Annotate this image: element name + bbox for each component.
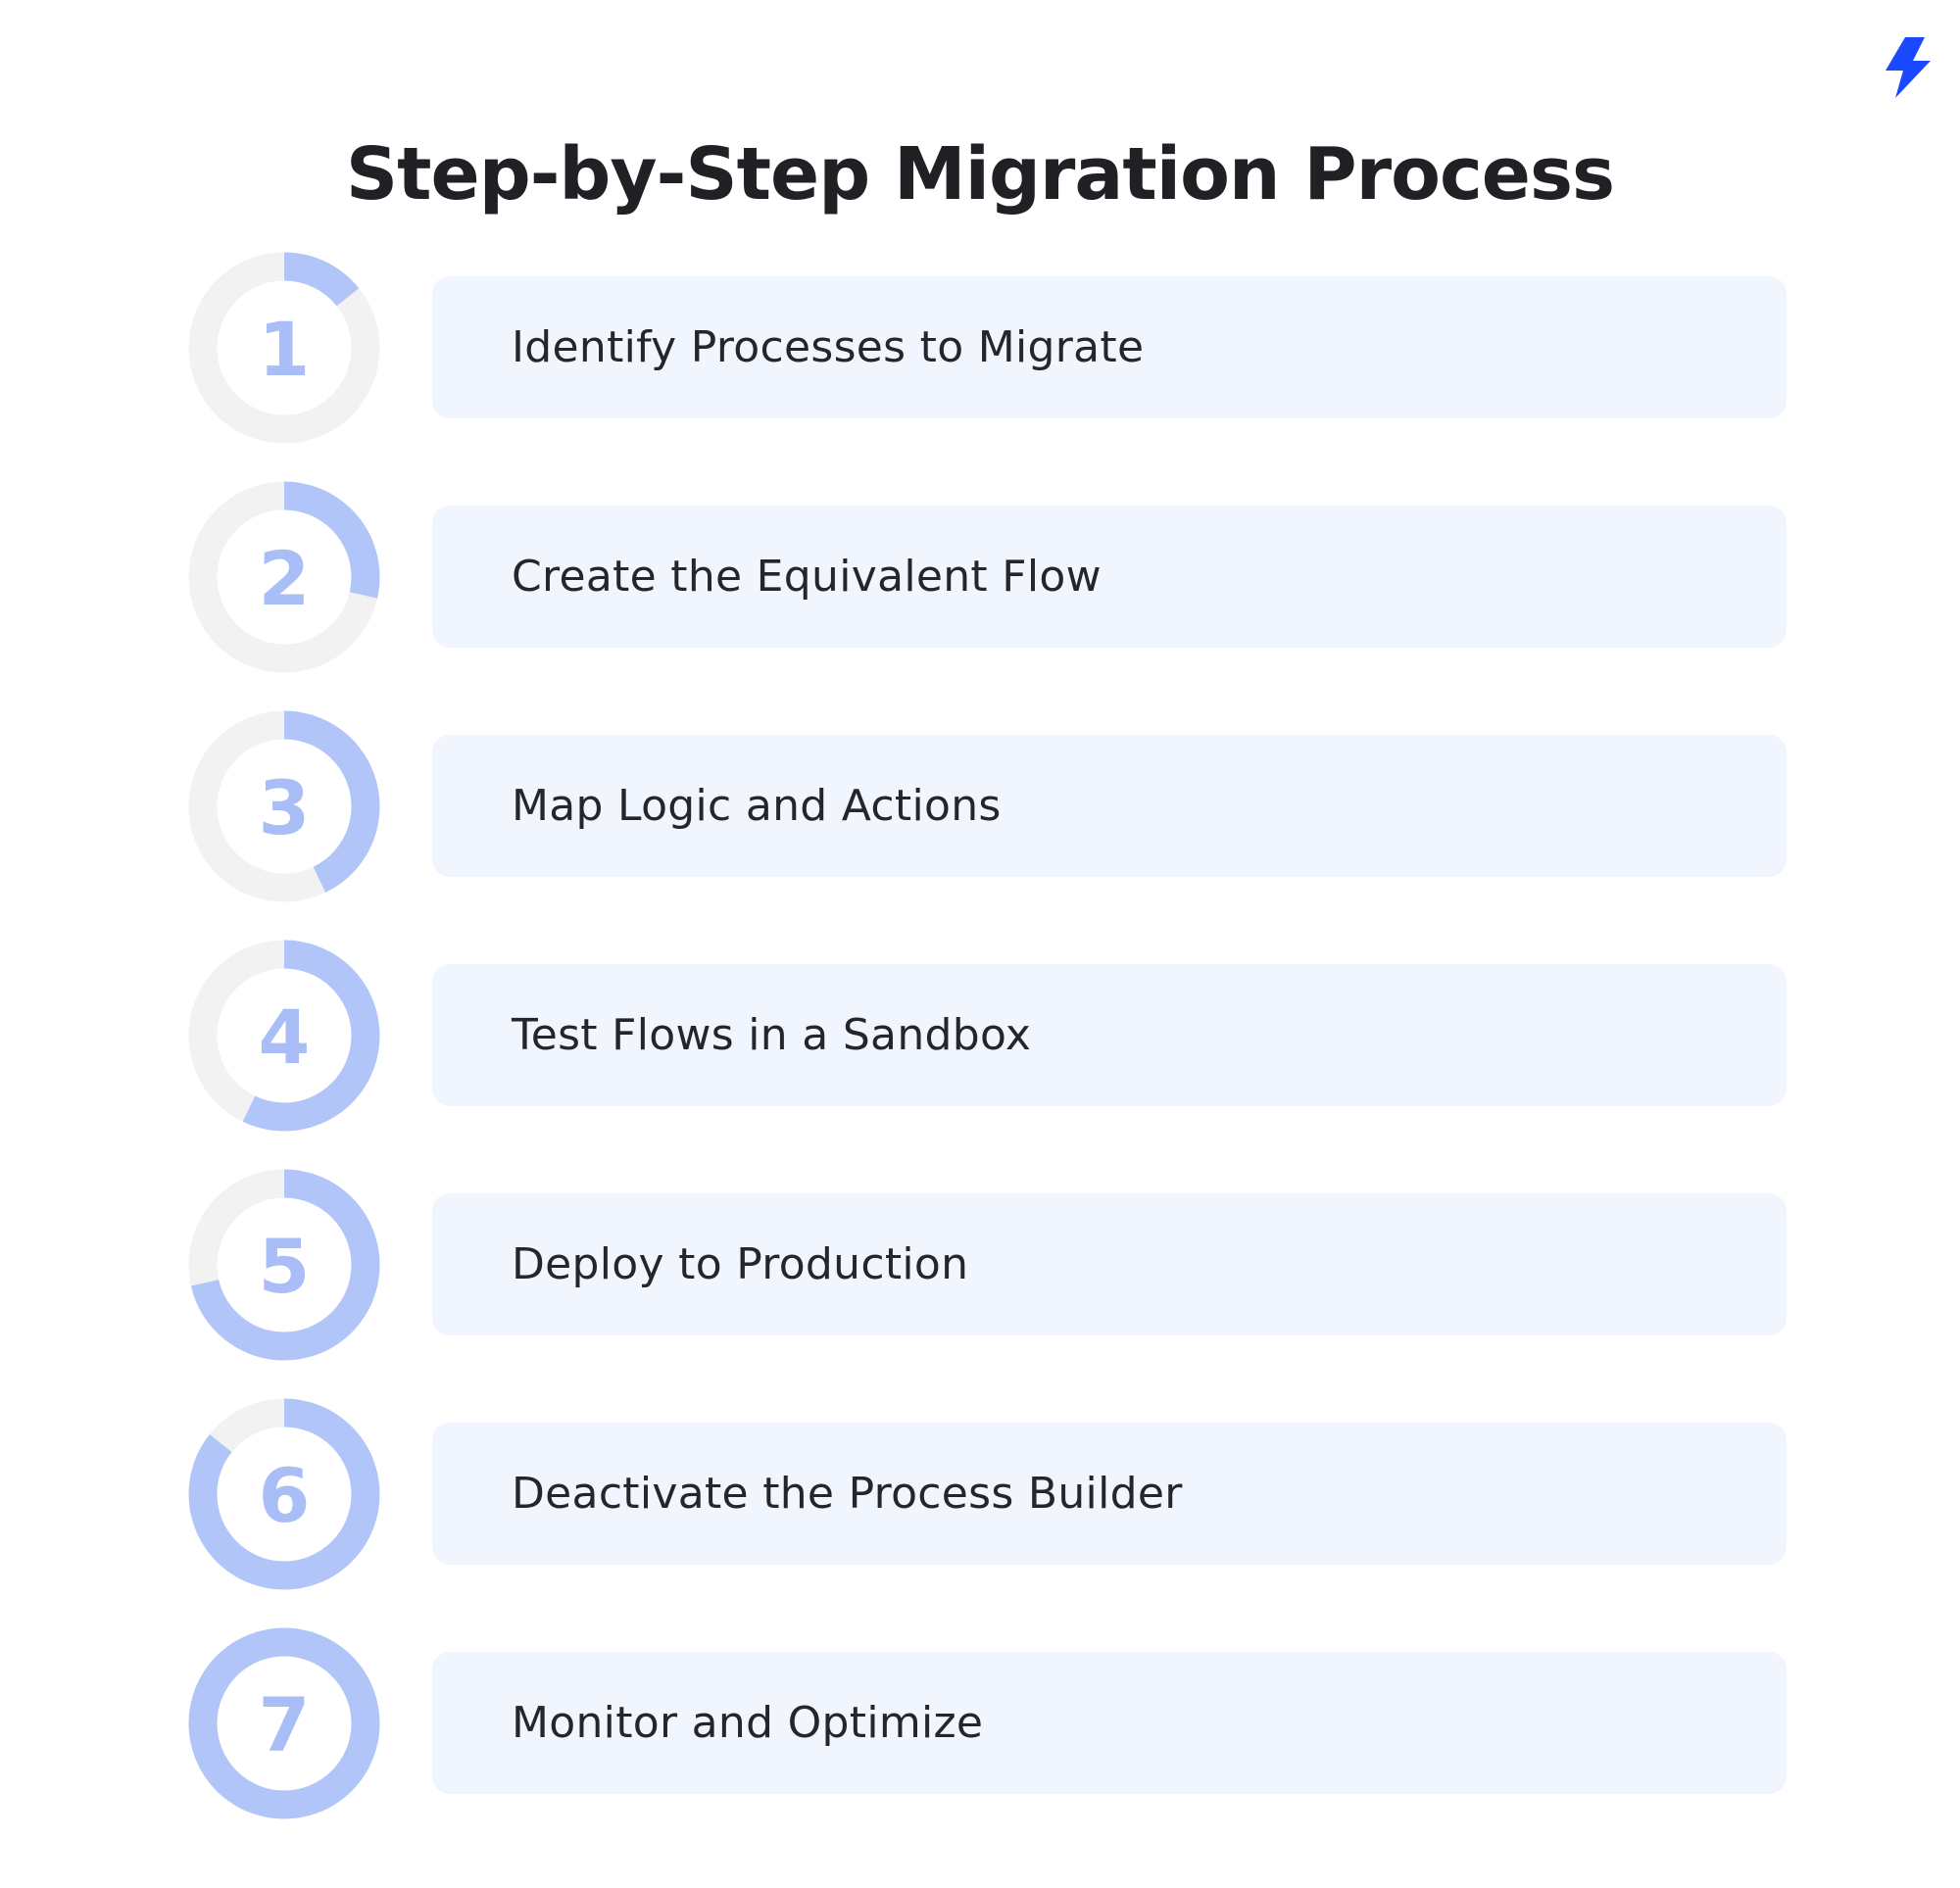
step-row: 1 Identify Processes to Migrate (0, 252, 1960, 444)
step-label: Deploy to Production (512, 1239, 969, 1289)
step-progress-ring: 4 (188, 940, 380, 1132)
step-number: 2 (259, 535, 311, 622)
step-label: Map Logic and Actions (512, 781, 1002, 831)
step-row: 7 Monitor and Optimize (0, 1627, 1960, 1819)
step-row: 4 Test Flows in a Sandbox (0, 940, 1960, 1132)
step-number: 1 (259, 306, 311, 393)
ring-progress-arc (188, 481, 380, 673)
step-progress-ring: 2 (188, 481, 380, 673)
step-progress-ring: 5 (188, 1169, 380, 1361)
step-label: Test Flows in a Sandbox (512, 1010, 1032, 1060)
ring-progress-arc (188, 940, 380, 1132)
step-row: 6 Deactivate the Process Builder (0, 1398, 1960, 1590)
step-row: 5 Deploy to Production (0, 1169, 1960, 1361)
step-number: 7 (259, 1681, 311, 1768)
step-card: Identify Processes to Migrate (432, 276, 1787, 418)
page-title: Step-by-Step Migration Process (345, 131, 1615, 217)
step-progress-ring: 1 (188, 252, 380, 444)
step-card: Test Flows in a Sandbox (432, 964, 1787, 1106)
step-progress-ring: 3 (188, 710, 380, 902)
step-label: Identify Processes to Migrate (512, 322, 1145, 372)
step-card: Map Logic and Actions (432, 735, 1787, 877)
step-progress-ring: 7 (188, 1627, 380, 1819)
step-number: 5 (259, 1223, 311, 1310)
step-card: Create the Equivalent Flow (432, 506, 1787, 648)
step-row: 3 Map Logic and Actions (0, 710, 1960, 902)
ring-progress-arc (188, 1169, 380, 1361)
step-number: 4 (259, 993, 311, 1081)
step-number: 3 (259, 764, 311, 851)
ring-progress-arc (188, 252, 380, 444)
step-card: Deactivate the Process Builder (432, 1423, 1787, 1565)
step-card: Monitor and Optimize (432, 1652, 1787, 1794)
lightning-bolt-icon (1886, 37, 1931, 98)
ring-progress-arc (188, 1398, 380, 1590)
step-label: Create the Equivalent Flow (512, 552, 1102, 602)
step-label: Deactivate the Process Builder (512, 1469, 1183, 1519)
ring-progress-arc (188, 710, 380, 902)
step-label: Monitor and Optimize (512, 1698, 984, 1748)
step-card: Deploy to Production (432, 1193, 1787, 1335)
ring-progress-arc (188, 1627, 380, 1819)
step-row: 2 Create the Equivalent Flow (0, 481, 1960, 673)
step-number: 6 (259, 1452, 311, 1539)
step-progress-ring: 6 (188, 1398, 380, 1590)
